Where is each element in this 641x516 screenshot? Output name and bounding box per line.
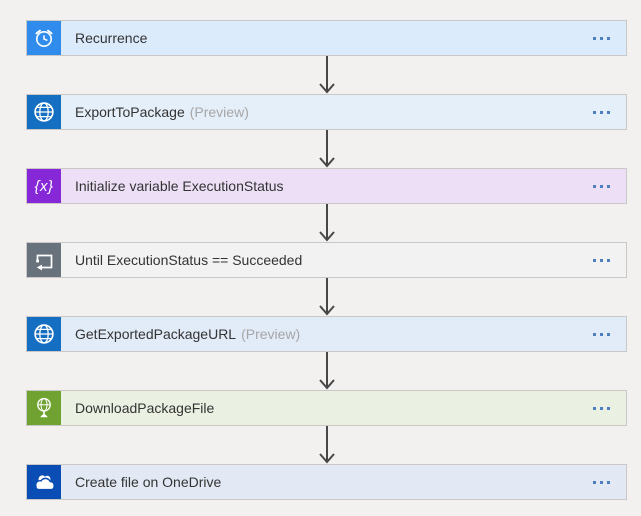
ellipsis-icon [593,36,596,40]
step-title-text: Initialize variable ExecutionStatus [75,178,284,194]
step-title: ExportToPackage (Preview) [61,95,577,129]
ellipsis-icon [593,258,596,262]
down-arrow-icon [26,204,627,242]
step-menu-button[interactable] [577,243,626,277]
workflow-step-until[interactable]: Until ExecutionStatus == Succeeded [26,242,627,278]
step-title-text: Until ExecutionStatus == Succeeded [75,252,303,268]
ellipsis-icon [600,332,603,336]
workflow-step-export-to-package[interactable]: ExportToPackage (Preview) [26,94,627,130]
until-loop-icon [27,243,61,277]
ellipsis-icon [607,36,610,40]
step-title-text: Recurrence [75,30,148,46]
ellipsis-icon [593,406,596,410]
down-arrow-icon [26,352,627,390]
step-title-text: Create file on OneDrive [75,474,222,490]
step-menu-button[interactable] [577,391,626,425]
variable-x-glyph: {x} [34,177,54,195]
ellipsis-icon [593,332,596,336]
ellipsis-icon [607,406,610,410]
workflow-step-create-file-onedrive[interactable]: Create file on OneDrive [26,464,627,500]
ellipsis-icon [600,406,603,410]
step-menu-button[interactable] [577,21,626,55]
workflow-step-download-package-file[interactable]: DownloadPackageFile [26,390,627,426]
webhook-globe-icon [27,391,61,425]
step-title-text: ExportToPackage [75,104,185,120]
ellipsis-icon [600,36,603,40]
workflow-step-recurrence[interactable]: Recurrence [26,20,627,56]
ellipsis-icon [600,184,603,188]
step-title: Until ExecutionStatus == Succeeded [61,243,577,277]
ellipsis-icon [607,110,610,114]
alarm-clock-icon [27,21,61,55]
step-menu-button[interactable] [577,169,626,203]
globe-icon [27,95,61,129]
down-arrow-icon [26,278,627,316]
preview-label: (Preview) [241,326,301,342]
step-title: Initialize variable ExecutionStatus [61,169,577,203]
ellipsis-icon [607,258,610,262]
down-arrow-icon [26,426,627,464]
onedrive-cloud-icon [27,465,61,499]
ellipsis-icon [607,332,610,336]
step-title: GetExportedPackageURL (Preview) [61,317,577,351]
ellipsis-icon [593,480,596,484]
variable-x-icon: {x} [27,169,61,203]
step-title: DownloadPackageFile [61,391,577,425]
ellipsis-icon [600,258,603,262]
step-title-text: DownloadPackageFile [75,400,215,416]
step-menu-button[interactable] [577,465,626,499]
workflow-step-get-exported-package-url[interactable]: GetExportedPackageURL (Preview) [26,316,627,352]
ellipsis-icon [607,480,610,484]
workflow-step-initialize-variable[interactable]: {x} Initialize variable ExecutionStatus [26,168,627,204]
ellipsis-icon [593,110,596,114]
step-menu-button[interactable] [577,95,626,129]
step-title: Recurrence [61,21,577,55]
workflow-canvas: Recurrence ExportToPackage (Preview) [26,20,627,500]
step-title-text: GetExportedPackageURL [75,326,237,342]
step-title: Create file on OneDrive [61,465,577,499]
ellipsis-icon [593,184,596,188]
ellipsis-icon [607,184,610,188]
down-arrow-icon [26,56,627,94]
ellipsis-icon [600,480,603,484]
preview-label: (Preview) [189,104,249,120]
globe-icon [27,317,61,351]
step-menu-button[interactable] [577,317,626,351]
ellipsis-icon [600,110,603,114]
down-arrow-icon [26,130,627,168]
